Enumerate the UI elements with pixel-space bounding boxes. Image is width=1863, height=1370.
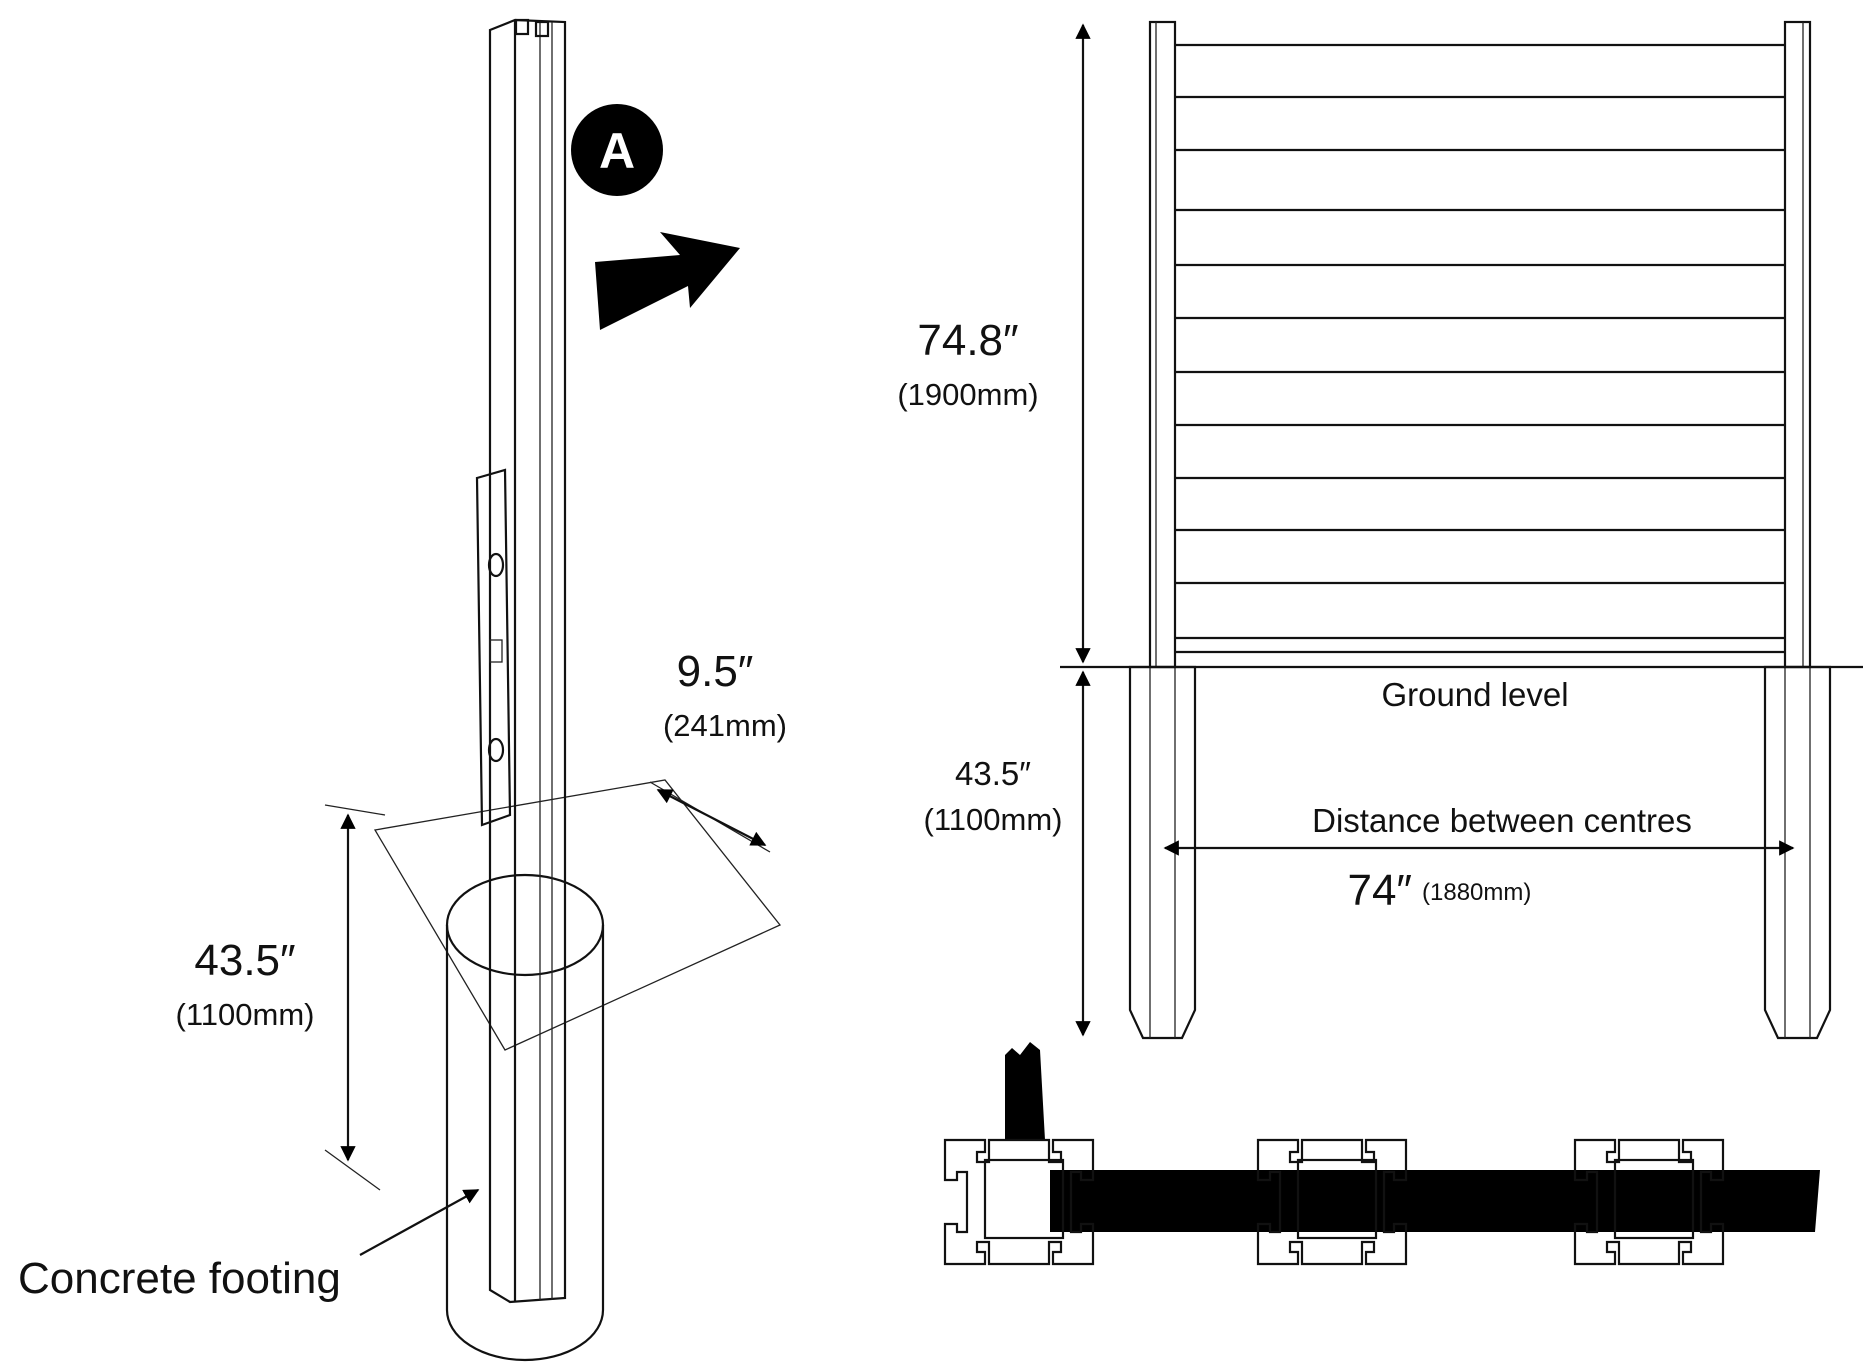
spacing-value: 74″ [1347, 866, 1412, 915]
direction-arrow-icon [595, 232, 740, 330]
width-value: 9.5″ [677, 647, 754, 696]
fence-boards [1175, 43, 1785, 654]
depth-value: 43.5″ [194, 936, 295, 985]
post-profile-2 [1256, 1138, 1408, 1266]
marker-a-badge: A [571, 104, 663, 196]
board-section [1005, 1042, 1045, 1140]
post-section-plan-view [943, 1042, 1820, 1266]
footing-leader-arrow [359, 1189, 480, 1256]
post-isometric-view: A 9.5″ (241mm) 43.5″ (1100mm) Concrete f… [18, 18, 787, 1362]
ground-level-label: Ground level [1381, 676, 1568, 713]
height-value-mm: (1900mm) [897, 377, 1038, 412]
below-ground-value: 43.5″ [955, 755, 1031, 792]
post-profile-3 [1573, 1138, 1725, 1266]
post-profile-1 [943, 1138, 1095, 1266]
depth-extension-top [324, 804, 386, 816]
fence-post [488, 18, 567, 1304]
spacing-value-mm: (1880mm) [1422, 879, 1531, 906]
below-ground-value-mm: (1100mm) [924, 802, 1063, 837]
width-value-mm: (241mm) [663, 708, 787, 743]
concrete-footing [445, 873, 605, 1362]
marker-a-letter: A [599, 123, 635, 179]
fence-elevation-view: Ground level 74.8″ (1900mm) 43.5″ (1100m… [897, 20, 1863, 1040]
depth-extension-bottom [324, 1149, 381, 1191]
mounting-bracket [475, 468, 512, 827]
depth-value-mm: (1100mm) [176, 997, 315, 1032]
spacing-label: Distance between centres [1312, 802, 1692, 839]
rail-section [1050, 1170, 1820, 1232]
footing-label: Concrete footing [18, 1254, 341, 1303]
height-value: 74.8″ [917, 316, 1018, 365]
width-dimension-arrow [656, 789, 767, 846]
ground-plane [373, 779, 782, 1051]
